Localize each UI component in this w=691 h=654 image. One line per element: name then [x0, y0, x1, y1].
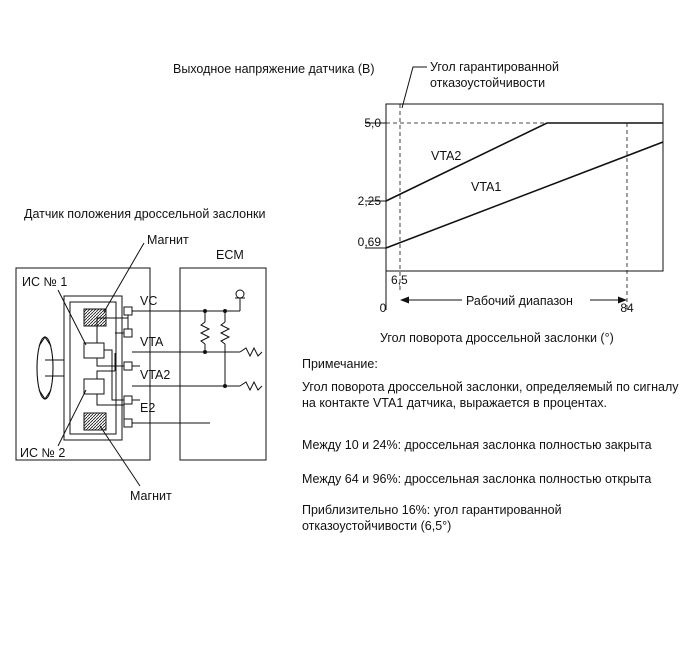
sensor-housing-inner [69, 301, 117, 435]
ic1-leader [57, 289, 87, 346]
x-tick-label-65: 6,5 [391, 273, 408, 287]
x-axis-title: Угол поворота дроссельной заслонки (°) [380, 331, 614, 345]
graph-frame [385, 103, 664, 272]
series-line-vta2 [385, 122, 663, 202]
circuit-title: Датчик положения дроссельной заслонки [24, 207, 265, 221]
sensor-circuit: Датчик положения дроссельной заслонки EC… [15, 207, 267, 503]
ic2-leader [57, 389, 87, 447]
y-axis-title: Выходное напряжение датчика (В) [173, 62, 375, 76]
internal-wiring [96, 310, 140, 424]
harness-wires [132, 310, 240, 424]
voltage-graph: Выходное напряжение датчика (В) Угол гар… [173, 60, 664, 345]
hall-ic-1 [83, 342, 105, 359]
note-fully-open: Между 64 и 96%: дроссельная заслонка пол… [302, 472, 652, 486]
operating-range-arrowhead-right [618, 296, 627, 304]
series-line-vta1 [385, 141, 664, 249]
x-tick-label-0: 0 [380, 301, 387, 315]
junction-dots [203, 309, 227, 388]
terminal-e2: E2 [140, 401, 155, 415]
terminal-connectors [123, 306, 133, 428]
ic2-label: ИС № 2 [20, 446, 65, 460]
y-tick-label-5: 5,0 [364, 116, 381, 130]
operating-range-label: Рабочий диапазон [466, 294, 573, 308]
failsafe-angle-label-line1: Угол гарантированной [430, 60, 559, 74]
magnet-bottom-leader [99, 425, 141, 487]
y-tick-label-225: 2,25 [358, 194, 382, 208]
terminal-vc: VC [140, 294, 157, 308]
terminal-vta2: VTA2 [140, 368, 170, 382]
magnet-bottom-label: Магнит [130, 489, 172, 503]
ic1-label: ИС № 1 [22, 275, 67, 289]
rotation-arrow-icon [36, 336, 64, 400]
failsafe-angle-label-line2: отказоустойчивости [430, 76, 545, 90]
magnet-bottom [83, 412, 107, 431]
hall-ic-2 [83, 378, 105, 395]
x-tick-label-84: 84 [620, 301, 634, 315]
terminal-vta: VTA [140, 335, 164, 349]
failsafe-leader-line [401, 66, 427, 109]
magnet-top-leader [103, 242, 145, 313]
ecm-label: ECM [216, 248, 244, 262]
operating-range-label-bg [462, 294, 590, 306]
y-tick-label-069: 0,69 [358, 235, 382, 249]
note-failsafe-angle: Приблизительно 16%: угол гарантированной… [302, 503, 562, 533]
ecm-internal-circuit [199, 289, 263, 392]
series-label-vta2: VTA2 [431, 149, 461, 163]
sensor-body [15, 267, 151, 461]
note-fully-closed: Между 10 и 24%: дроссельная заслонка пол… [302, 438, 652, 452]
ecm-box [179, 267, 267, 461]
notes-heading: Примечание: [302, 357, 378, 371]
magnet-top-label: Магнит [147, 233, 189, 247]
series-label-vta1: VTA1 [471, 180, 501, 194]
note-vta1-percent: Угол поворота дроссельной заслонки, опре… [302, 380, 679, 410]
sensor-housing-outer [63, 295, 123, 441]
operating-range-arrowhead-left [400, 296, 409, 304]
